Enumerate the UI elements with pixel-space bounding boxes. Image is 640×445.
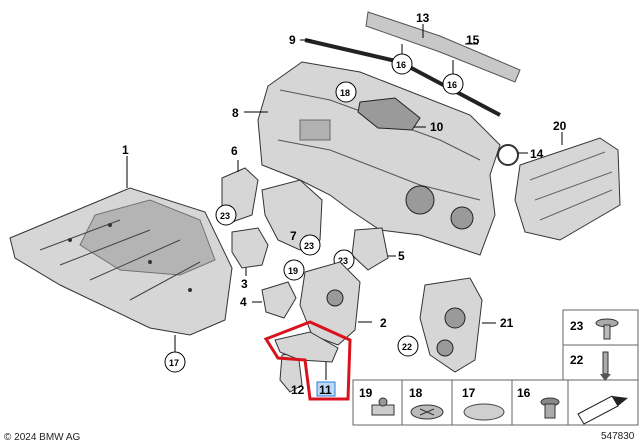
label-part-22[interactable]: 22 [402, 342, 412, 352]
label-part-8[interactable]: 8 [232, 106, 239, 120]
part-5-bracket[interactable] [351, 227, 389, 271]
fastener-17-label[interactable]: 17 [462, 386, 476, 400]
label-part-5[interactable]: 5 [398, 249, 405, 263]
part-8-firewall[interactable] [257, 61, 501, 256]
label-part-20[interactable]: 20 [553, 119, 567, 133]
fastener-17-icon[interactable] [463, 403, 505, 421]
part-10-cover[interactable] [357, 97, 421, 131]
label-part-11[interactable]: 11 [319, 383, 332, 397]
fastener-22-icon[interactable] [600, 351, 611, 381]
label-part-13[interactable]: 13 [416, 11, 430, 25]
fastener-16-icon[interactable] [540, 397, 560, 419]
part-1-shield[interactable] [9, 187, 233, 336]
label-part-19[interactable]: 19 [288, 266, 298, 276]
part-11-highlight-frame [263, 320, 352, 401]
diagram-id: 547830 [601, 431, 635, 442]
label-part-9[interactable]: 9 [289, 33, 296, 47]
label-part-6[interactable]: 6 [231, 144, 238, 158]
label-part-1[interactable]: 1 [122, 143, 129, 157]
part-14-grommet[interactable] [497, 144, 519, 166]
fastener-18-icon[interactable] [410, 404, 444, 420]
label-part-12[interactable]: 12 [291, 383, 305, 397]
label-part-3[interactable]: 3 [241, 277, 248, 291]
part-4-bracket[interactable] [261, 281, 297, 319]
label-part-23a[interactable]: 23 [220, 211, 230, 221]
label-part-21[interactable]: 21 [500, 316, 514, 330]
label-part-4[interactable]: 4 [240, 295, 247, 309]
label-part-16a[interactable]: 16 [396, 60, 406, 70]
label-part-14[interactable]: 14 [530, 147, 544, 161]
label-part-15[interactable]: 15 [466, 33, 480, 47]
diagram-reference-arrow-icon [577, 395, 628, 425]
fastener-23-icon[interactable] [595, 318, 619, 340]
label-part-18[interactable]: 18 [340, 88, 350, 98]
part-11-insulation[interactable] [274, 331, 339, 363]
fastener-22-label[interactable]: 22 [570, 353, 584, 367]
label-part-10[interactable]: 10 [430, 120, 444, 134]
fastener-18-label[interactable]: 18 [409, 386, 423, 400]
fastener-19-icon[interactable] [371, 397, 395, 416]
part-21-insulation[interactable] [419, 277, 483, 373]
part-20-insulation[interactable] [514, 137, 621, 241]
fastener-16-label[interactable]: 16 [517, 386, 531, 400]
label-part-2[interactable]: 2 [380, 316, 387, 330]
part-13-cover[interactable] [365, 11, 521, 83]
fastener-23-label[interactable]: 23 [570, 319, 584, 333]
label-part-17[interactable]: 17 [169, 358, 179, 368]
label-part-16b[interactable]: 16 [447, 80, 457, 90]
label-part-11-highlight [316, 381, 336, 397]
label-part-23c[interactable]: 23 [338, 256, 348, 266]
fastener-19-label[interactable]: 19 [359, 386, 373, 400]
label-part-7[interactable]: 7 [290, 229, 297, 243]
copyright-text: © 2024 BMW AG [4, 432, 81, 443]
part-3-bracket[interactable] [231, 227, 269, 269]
label-part-23b[interactable]: 23 [304, 241, 314, 251]
